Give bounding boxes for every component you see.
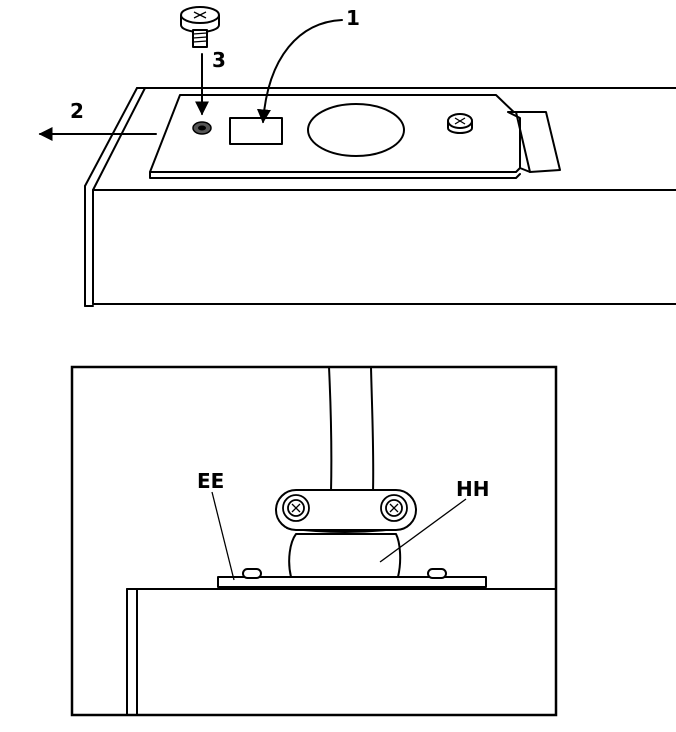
round-opening: [307, 103, 405, 157]
plate-screw-icon: [447, 113, 473, 134]
top-view: 1 3 2: [38, 6, 676, 307]
callout-3: 3: [212, 48, 226, 72]
cable: [328, 366, 333, 493]
screw-icon: [180, 6, 220, 48]
leader-ee: [211, 491, 235, 581]
connector-flange: [275, 489, 417, 531]
leader-hh: [379, 498, 467, 563]
connector-body: [288, 533, 402, 578]
chassis-top: [84, 87, 676, 307]
callout-2: 2: [70, 99, 84, 123]
label-square: [229, 117, 283, 145]
detail-view: EE HH: [70, 365, 558, 717]
callout-1: 1: [346, 6, 360, 30]
slot-left: [242, 568, 262, 579]
thumb-screw-left-icon: [282, 494, 310, 522]
callout-ee: EE: [197, 469, 224, 493]
arrow-icon-1: [256, 19, 343, 124]
cover-plate: [149, 94, 561, 179]
thumb-screw-right-icon: [380, 494, 408, 522]
slot-right: [427, 568, 447, 579]
callout-hh: HH: [456, 477, 489, 501]
screw-hole: [192, 121, 212, 135]
